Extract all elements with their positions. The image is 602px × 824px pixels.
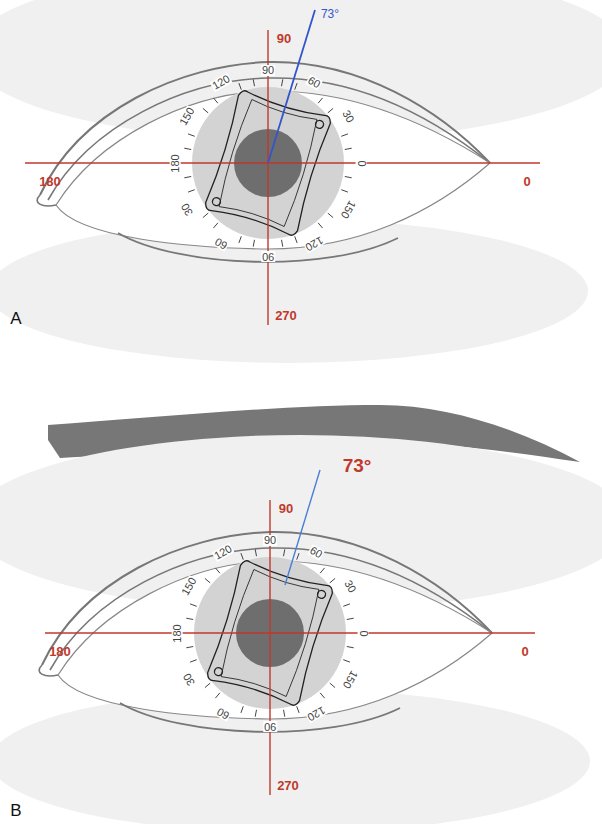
scale-tick [188, 190, 195, 192]
scale-number: 90 [261, 251, 275, 262]
scale-tick [330, 683, 335, 688]
scale-tick [255, 710, 256, 717]
scale-tick [241, 706, 243, 713]
axis-label: 90 [279, 502, 293, 515]
scale-tick [328, 213, 333, 218]
scale-tick [345, 148, 352, 149]
scale-tick [320, 568, 325, 573]
scale-tick [297, 553, 299, 560]
axis-label: 90 [277, 32, 291, 45]
scale-tick [215, 693, 220, 698]
scale-tick [343, 604, 350, 606]
scale-tick [345, 177, 352, 178]
scale-tick [282, 240, 283, 247]
scale-tick [186, 647, 193, 648]
scale-tick [318, 98, 323, 103]
scale-tick [239, 236, 241, 243]
scale-number: 90 [261, 65, 275, 76]
axis-label: 0 [521, 645, 528, 658]
scale-tick [295, 236, 297, 243]
scale-tick [215, 568, 220, 573]
scale-tick [205, 683, 210, 688]
scale-tick [347, 647, 354, 648]
scale-tick [253, 240, 254, 247]
axis-label: 270 [275, 309, 297, 322]
scale-tick [203, 108, 208, 113]
scale-tick [241, 553, 243, 560]
scale-tick [341, 134, 348, 136]
axis-label: 180 [49, 645, 71, 658]
axis-angle: 73° [343, 456, 372, 475]
scale-tick [186, 618, 193, 619]
axis-label: 270 [277, 779, 299, 792]
scale-tick [318, 223, 323, 228]
scale-tick [295, 83, 297, 90]
scale-tick [190, 660, 197, 662]
scale-number: 0 [356, 159, 367, 167]
scale-tick [205, 578, 210, 583]
scale-number: 90 [263, 535, 277, 546]
scale-tick [343, 660, 350, 662]
scale-tick [341, 190, 348, 192]
scale-number: 90 [263, 721, 277, 732]
scale-number: 0 [358, 629, 369, 637]
scale-tick [297, 706, 299, 713]
panel-letter: B [10, 802, 21, 819]
scale-tick [184, 177, 191, 178]
scale-tick [328, 108, 333, 113]
axis-angle: 73° [321, 8, 339, 20]
scale-tick [320, 693, 325, 698]
scale-tick [203, 213, 208, 218]
scale-tick [284, 710, 285, 717]
scale-tick [284, 549, 285, 556]
scale-tick [190, 604, 197, 606]
scale-tick [330, 578, 335, 583]
scale-tick [213, 223, 218, 228]
scale-tick [184, 148, 191, 149]
scale-number: 180 [171, 623, 182, 643]
scale-tick [239, 83, 241, 90]
scale-tick [213, 98, 218, 103]
axis-label: 180 [39, 175, 61, 188]
axis-label: 0 [523, 175, 530, 188]
scale-tick [282, 79, 283, 86]
scale-number: 180 [169, 153, 180, 173]
scale-tick [188, 134, 195, 136]
scale-tick [253, 79, 254, 86]
panel-letter: A [10, 310, 21, 327]
scale-tick [347, 618, 354, 619]
scale-tick [255, 549, 256, 556]
